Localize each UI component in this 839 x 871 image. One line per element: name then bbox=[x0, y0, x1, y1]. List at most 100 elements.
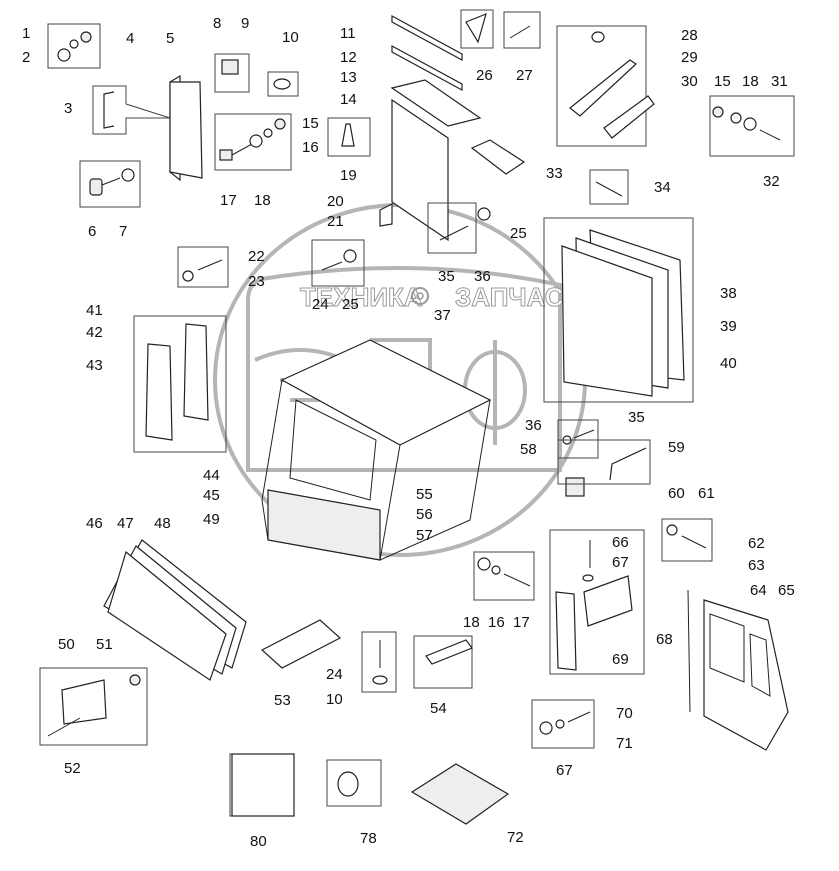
part-54-bracket bbox=[425, 639, 473, 665]
callout-label-49: 49 bbox=[203, 511, 220, 528]
part-14-clip bbox=[341, 123, 355, 147]
cab-windshield-opening bbox=[289, 399, 377, 501]
callout-label-60: 60 bbox=[668, 485, 685, 502]
detail-box-washers bbox=[47, 23, 101, 69]
part-61-screw bbox=[681, 535, 707, 549]
detail-box-clip bbox=[327, 117, 371, 157]
callout-label-33: 33 bbox=[546, 165, 563, 182]
part-58-block bbox=[565, 477, 585, 497]
detail-box-washer-10 bbox=[267, 71, 299, 97]
part-11-strip bbox=[391, 14, 463, 62]
callout-label-66: 66 bbox=[612, 534, 629, 551]
callout-label-40: 40 bbox=[720, 355, 737, 372]
callout-label-42: 42 bbox=[86, 324, 103, 341]
part-46-frame bbox=[107, 550, 227, 681]
part-13-top-panel bbox=[390, 79, 482, 127]
door-window-right bbox=[749, 633, 771, 697]
callout-label-10: 10 bbox=[282, 29, 299, 46]
callout-label-31: 31 bbox=[771, 73, 788, 90]
callout-label-4: 4 bbox=[126, 30, 134, 47]
part-8-latch bbox=[221, 59, 239, 75]
callout-label-38: 38 bbox=[720, 285, 737, 302]
callout-label-17: 17 bbox=[513, 614, 530, 631]
callout-label-41: 41 bbox=[86, 302, 103, 319]
part-29-lever bbox=[569, 59, 637, 117]
detail-box-bolt-22 bbox=[177, 246, 229, 288]
part-18-washer-b bbox=[730, 112, 742, 124]
callout-label-20: 20 bbox=[327, 193, 344, 210]
detail-box-rear-window bbox=[543, 217, 694, 403]
part-60-washer bbox=[666, 524, 678, 536]
callout-label-25: 25 bbox=[342, 296, 359, 313]
detail-box-hinge bbox=[549, 529, 645, 675]
watermark-frame bbox=[246, 266, 562, 472]
callout-label-47: 47 bbox=[117, 515, 134, 532]
cab-roof bbox=[280, 339, 492, 446]
callout-label-3: 3 bbox=[64, 100, 72, 117]
part-80-mirror bbox=[231, 753, 295, 817]
part-17-bolt-head bbox=[219, 149, 233, 161]
part-6-stud bbox=[101, 177, 121, 186]
part-1-spring-washer bbox=[69, 39, 79, 49]
callout-label-2: 2 bbox=[22, 49, 30, 66]
part-30-bracket bbox=[603, 95, 655, 139]
callout-label-53: 53 bbox=[274, 692, 291, 709]
callout-label-36: 36 bbox=[525, 417, 542, 434]
part-20-latch-plate bbox=[379, 203, 393, 227]
detail-box-clamp bbox=[39, 667, 148, 746]
callout-label-78: 78 bbox=[360, 830, 377, 847]
callout-label-36: 36 bbox=[474, 268, 491, 285]
callout-label-52: 52 bbox=[64, 760, 81, 777]
part-68-hinge bbox=[583, 575, 633, 627]
callout-label-35: 35 bbox=[438, 268, 455, 285]
callout-label-15: 15 bbox=[714, 73, 731, 90]
callout-label-43: 43 bbox=[86, 357, 103, 374]
part-72-mat bbox=[410, 763, 510, 825]
callout-label-16: 16 bbox=[488, 614, 505, 631]
part-59-spring bbox=[609, 447, 647, 481]
part-71-spring-washer bbox=[555, 719, 565, 729]
callout-label-22: 22 bbox=[248, 248, 265, 265]
part-group-linkage bbox=[427, 25, 795, 254]
part-23-washer bbox=[182, 270, 194, 282]
part-67-washer-b bbox=[539, 721, 553, 735]
watermark-text-left: ТЕХНИКА bbox=[300, 282, 423, 312]
part-37-cab-frame bbox=[261, 339, 492, 561]
part-17-bolt-shaft bbox=[231, 143, 253, 156]
detail-box-bolt-17 bbox=[214, 113, 292, 171]
part-62-seal-strip bbox=[687, 589, 691, 713]
part-22-bolt bbox=[197, 259, 223, 271]
callout-label-24: 24 bbox=[312, 296, 329, 313]
callout-label-26: 26 bbox=[476, 67, 493, 84]
part-69-hinge-plate bbox=[555, 591, 577, 671]
detail-box-screw-24 bbox=[311, 239, 365, 287]
callout-label-18: 18 bbox=[742, 73, 759, 90]
part-35-bolt bbox=[439, 225, 469, 241]
callout-label-32: 32 bbox=[763, 173, 780, 190]
callout-label-7: 7 bbox=[119, 223, 127, 240]
part-49-grille bbox=[267, 489, 381, 561]
callout-label-19: 19 bbox=[340, 167, 357, 184]
part-27-screw bbox=[509, 25, 531, 39]
callout-label-67: 67 bbox=[612, 554, 629, 571]
callout-label-18: 18 bbox=[463, 614, 480, 631]
part-group-roof bbox=[327, 9, 541, 242]
callout-label-61: 61 bbox=[698, 485, 715, 502]
callout-label-27: 27 bbox=[516, 67, 533, 84]
part-40-frame bbox=[561, 245, 653, 397]
callout-label-80: 80 bbox=[250, 833, 267, 850]
part-16-spring-washer bbox=[263, 128, 273, 138]
part-18-washer-c bbox=[477, 557, 491, 571]
part-15-nut-b bbox=[712, 106, 724, 118]
part-53-bracket bbox=[260, 619, 342, 669]
callout-label-6: 6 bbox=[88, 223, 96, 240]
detail-box-screw-27 bbox=[503, 11, 541, 49]
detail-box-bolt-35 bbox=[427, 202, 477, 254]
gear-icon bbox=[411, 287, 429, 305]
detail-box-hook bbox=[92, 85, 171, 135]
callout-label-15: 15 bbox=[302, 115, 319, 132]
callout-label-55: 55 bbox=[416, 486, 433, 503]
